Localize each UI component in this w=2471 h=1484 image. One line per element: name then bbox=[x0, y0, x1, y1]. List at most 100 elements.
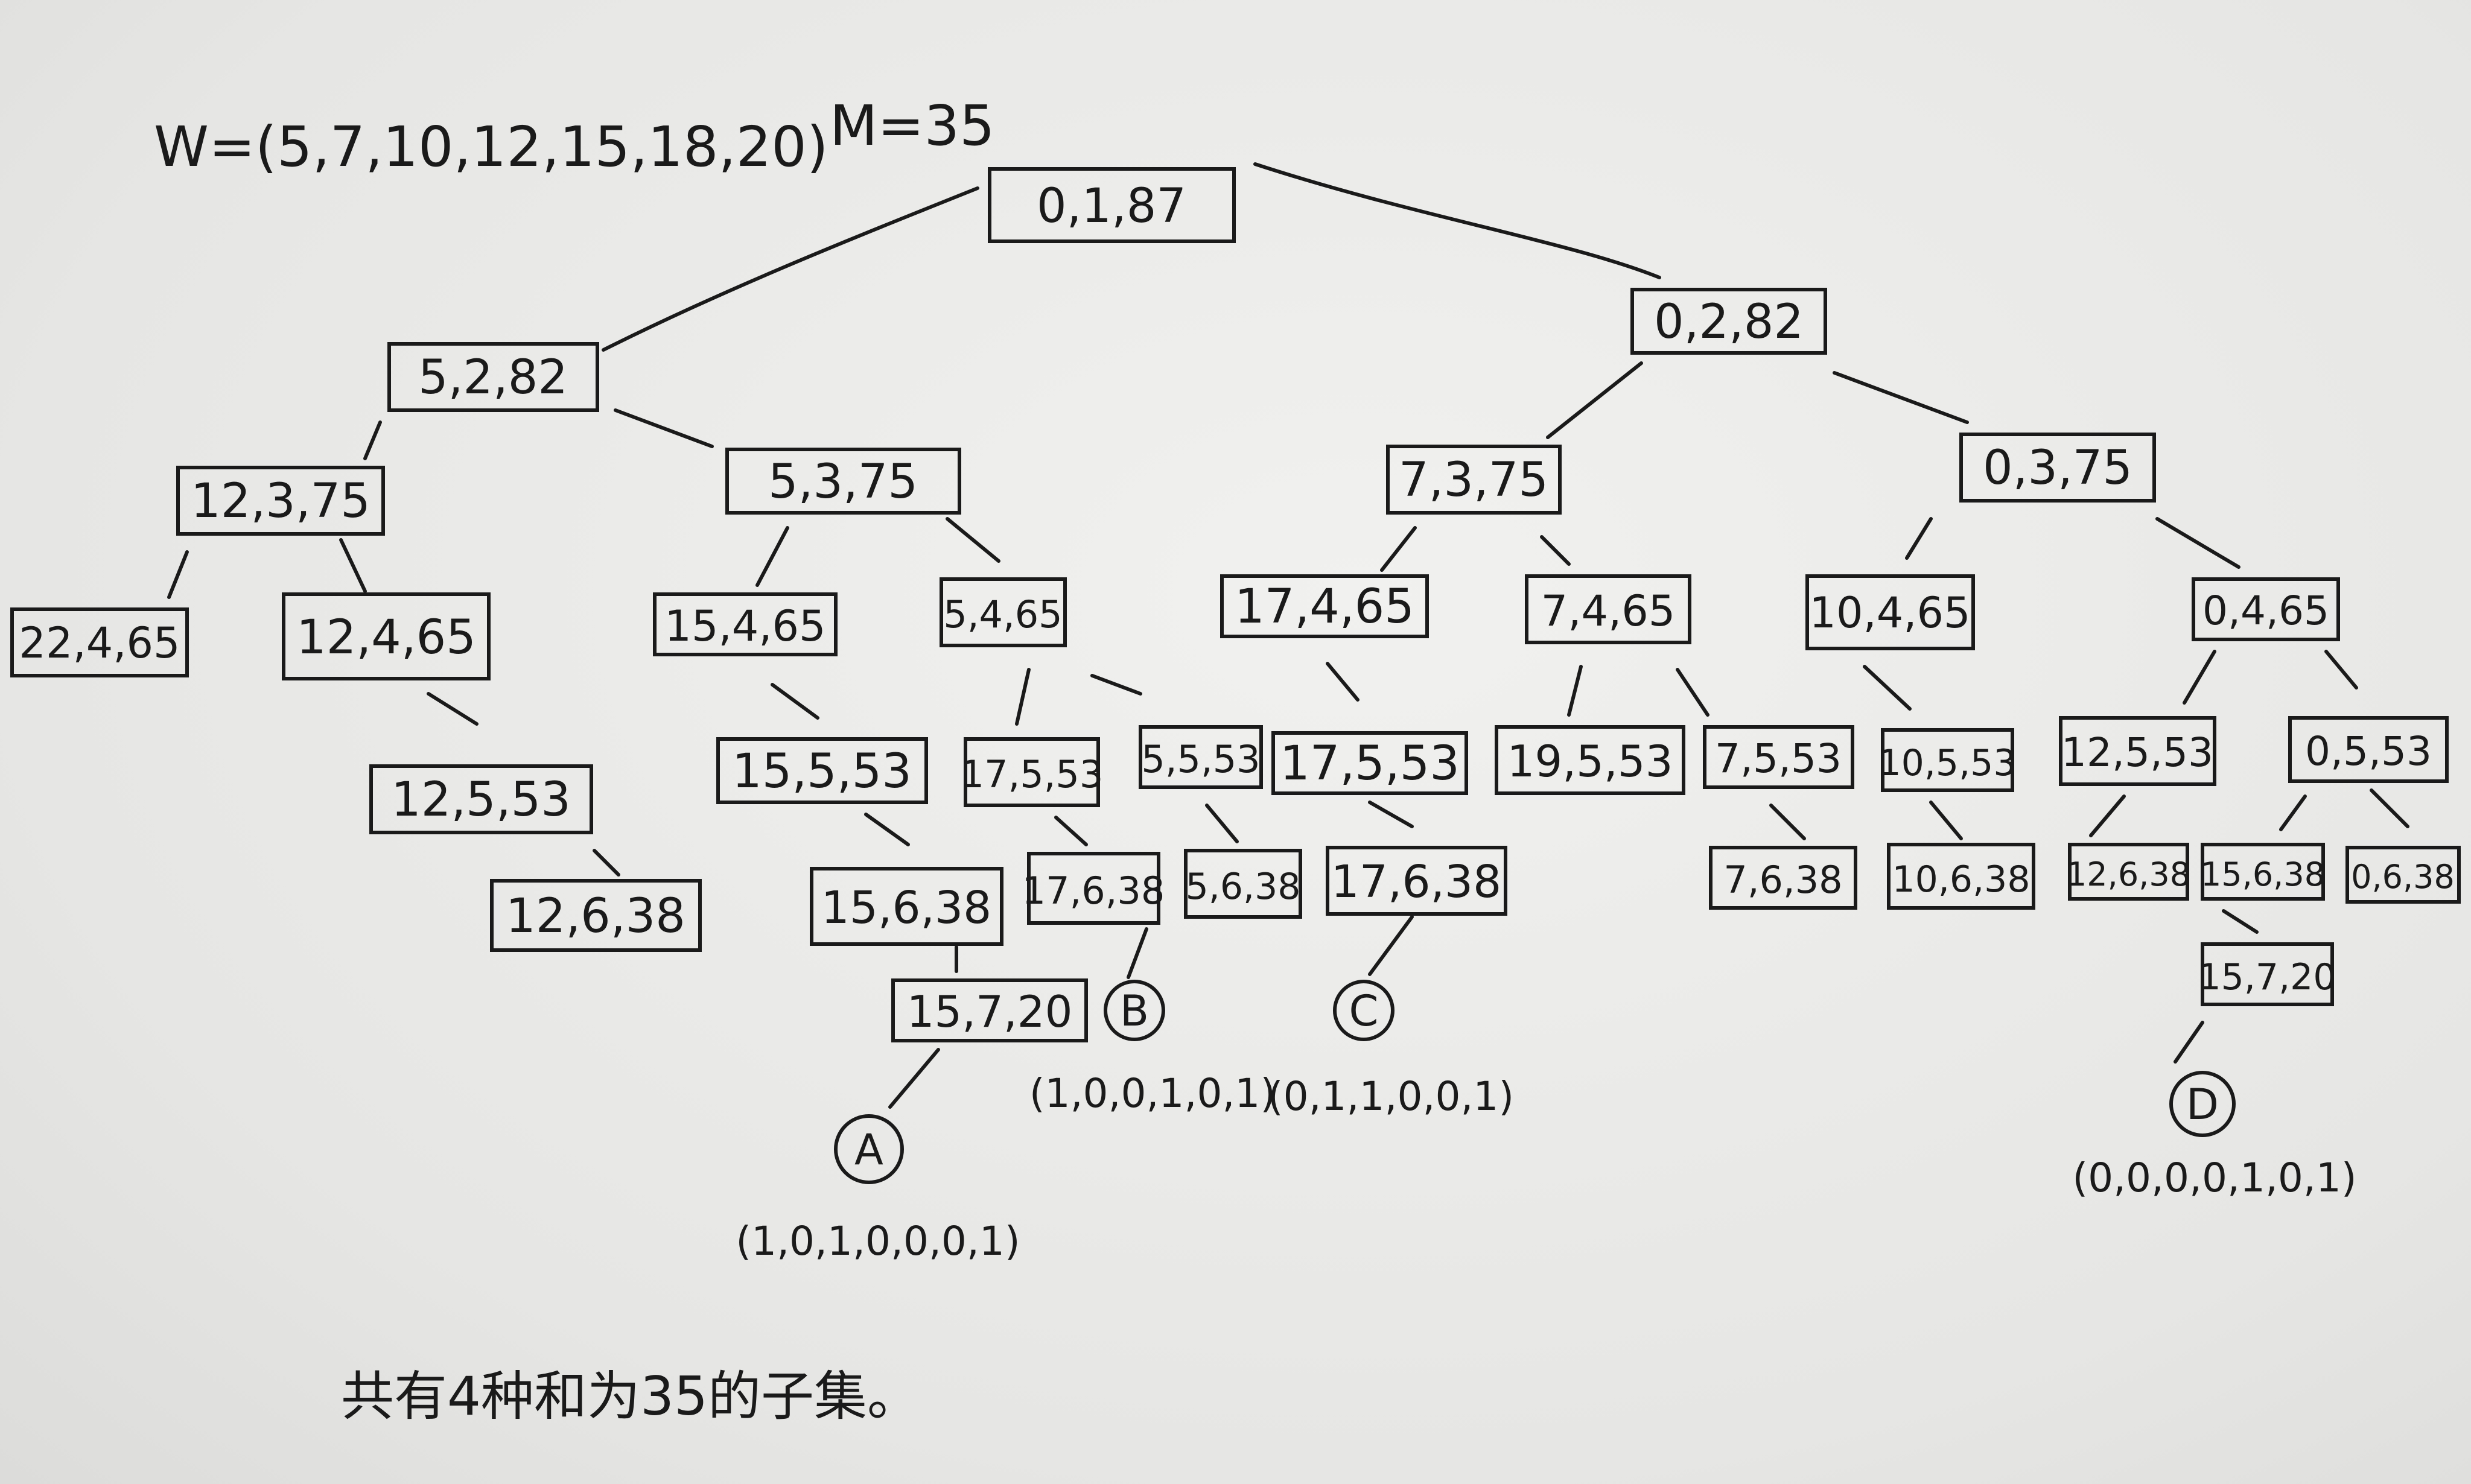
node-box bbox=[387, 342, 599, 412]
node-label: 10,5,53 bbox=[1878, 742, 2016, 784]
node-label: 12,6,38 bbox=[2066, 855, 2190, 893]
node-box bbox=[176, 466, 385, 536]
node-box bbox=[2059, 716, 2216, 786]
edge-rrr_l-h6 bbox=[2089, 794, 2126, 837]
node-label: 17,6,38 bbox=[1022, 869, 1165, 913]
node-label: 17,5,53 bbox=[961, 752, 1104, 796]
edge-root-r bbox=[1253, 162, 1661, 279]
edge-rl-rll bbox=[1380, 526, 1417, 572]
solution-vector: (0,0,0,0,1,0,1) bbox=[2072, 1155, 2356, 1201]
edge-rrr-rrr_l bbox=[2183, 650, 2216, 705]
node-label: 15,4,65 bbox=[664, 601, 825, 651]
node-box bbox=[2068, 843, 2189, 901]
node-box bbox=[964, 737, 1100, 807]
solution-markers: A (1,0,1,0,0,0,1) B (1,0,0,1,0,1) C (0,1… bbox=[736, 980, 2357, 1264]
edge-rlr-rlr_l bbox=[1567, 665, 1583, 717]
node-label: 15,7,20 bbox=[2198, 956, 2336, 998]
node-label: 0,6,38 bbox=[2351, 858, 2455, 896]
node-box bbox=[1709, 846, 1857, 910]
node-box bbox=[891, 978, 1088, 1042]
weights-label: W=(5,7,10,12,15,18,20) bbox=[154, 115, 828, 179]
edge-lrr-lrr_r bbox=[1090, 674, 1142, 696]
node-box bbox=[653, 592, 838, 656]
edge-llr-llr_r bbox=[427, 692, 479, 726]
node-box bbox=[1386, 445, 1562, 515]
node-box bbox=[2201, 942, 2334, 1006]
edge-root-l bbox=[602, 186, 979, 352]
edge-c6-b bbox=[1127, 927, 1148, 979]
node-box bbox=[716, 737, 928, 804]
solution-letter: D bbox=[2186, 1080, 2219, 1129]
node-box bbox=[725, 448, 961, 515]
solution-letter: A bbox=[854, 1125, 883, 1175]
edge-r-rr bbox=[1833, 371, 1969, 424]
edge-rll_r-e6 bbox=[1368, 801, 1414, 828]
edge-rrl_r-g6 bbox=[1929, 801, 1963, 840]
solution-letter: B bbox=[1120, 986, 1149, 1036]
edge-rrr-rrr_r bbox=[2324, 650, 2358, 690]
node-box bbox=[490, 879, 702, 952]
solution-circle bbox=[834, 1114, 904, 1184]
edge-llr_r-a6 bbox=[593, 849, 620, 877]
node-box bbox=[2192, 577, 2340, 641]
node-box bbox=[1881, 728, 2014, 792]
node-box bbox=[10, 607, 189, 677]
edge-ll-llr bbox=[339, 538, 367, 593]
edge-lr-lrl bbox=[755, 526, 789, 587]
node-label: 0,4,65 bbox=[2202, 588, 2329, 634]
summary-text: 共有4种和为35的子集。 bbox=[341, 1365, 920, 1427]
solution-circle bbox=[1104, 980, 1165, 1041]
node-box bbox=[1959, 433, 2156, 503]
node-box bbox=[1525, 574, 1691, 644]
node-label: 10,6,38 bbox=[1892, 858, 2030, 901]
node-box bbox=[1220, 574, 1429, 638]
node-label: 10,4,65 bbox=[1809, 588, 1970, 638]
node-label: 15,6,38 bbox=[821, 882, 991, 934]
node-label: 19,5,53 bbox=[1507, 736, 1673, 787]
node-label: 5,5,53 bbox=[1141, 737, 1260, 781]
node-box bbox=[1887, 843, 2035, 910]
edge-rlr_r-f6 bbox=[1769, 804, 1806, 840]
edge-rrl-rrl_r bbox=[1863, 665, 1912, 711]
edge-rr-rrl bbox=[1905, 517, 1933, 560]
node-box bbox=[2345, 846, 2461, 904]
node-label: 0,3,75 bbox=[1983, 441, 2132, 495]
solution-circle bbox=[1333, 980, 1395, 1041]
node-label: 5,6,38 bbox=[1186, 866, 1301, 908]
edge-lr-lrr bbox=[946, 517, 1000, 563]
node-label: 15,6,38 bbox=[2201, 855, 2325, 893]
solution-vector: (0,1,1,0,0,1) bbox=[1268, 1073, 1514, 1120]
edge-i7-d bbox=[2174, 1021, 2204, 1064]
edge-lrl-lrl_r bbox=[771, 683, 819, 720]
solution-vector: (1,0,0,1,0,1) bbox=[1029, 1070, 1276, 1117]
node-label: 7,3,75 bbox=[1399, 453, 1548, 507]
edge-i6-i7 bbox=[2222, 909, 2259, 934]
edge-lrl_r-b6 bbox=[864, 813, 910, 846]
node-box bbox=[2201, 843, 2325, 901]
node-label: 17,5,53 bbox=[1280, 737, 1460, 791]
node-box bbox=[1139, 725, 1263, 789]
solution-vector: (1,0,1,0,0,0,1) bbox=[736, 1218, 1020, 1264]
node-label: 5,3,75 bbox=[768, 455, 918, 509]
node-label: 5,2,82 bbox=[418, 350, 568, 405]
node-label: 15,5,53 bbox=[732, 744, 912, 799]
node-label: 17,6,38 bbox=[1331, 856, 1501, 908]
node-box bbox=[1703, 725, 1854, 789]
tree-edges bbox=[167, 162, 2409, 1109]
edge-r-rl bbox=[1546, 361, 1643, 439]
edge-rlr-rlr_r bbox=[1676, 668, 1709, 717]
edge-rrr_r-j6 bbox=[2370, 788, 2409, 828]
node-box bbox=[2288, 716, 2449, 783]
node-box bbox=[1805, 574, 1975, 650]
node-box bbox=[1495, 725, 1685, 795]
node-label: 12,4,65 bbox=[296, 610, 476, 665]
node-label: 7,6,38 bbox=[1723, 858, 1842, 902]
edge-rrr_r-i6 bbox=[2279, 794, 2307, 831]
edge-l-ll bbox=[363, 420, 382, 460]
node-box bbox=[282, 592, 491, 680]
node-label: 7,5,53 bbox=[1715, 735, 1842, 782]
node-label: 15,7,20 bbox=[907, 986, 1073, 1037]
edge-lrr_r-d6 bbox=[1205, 804, 1239, 843]
